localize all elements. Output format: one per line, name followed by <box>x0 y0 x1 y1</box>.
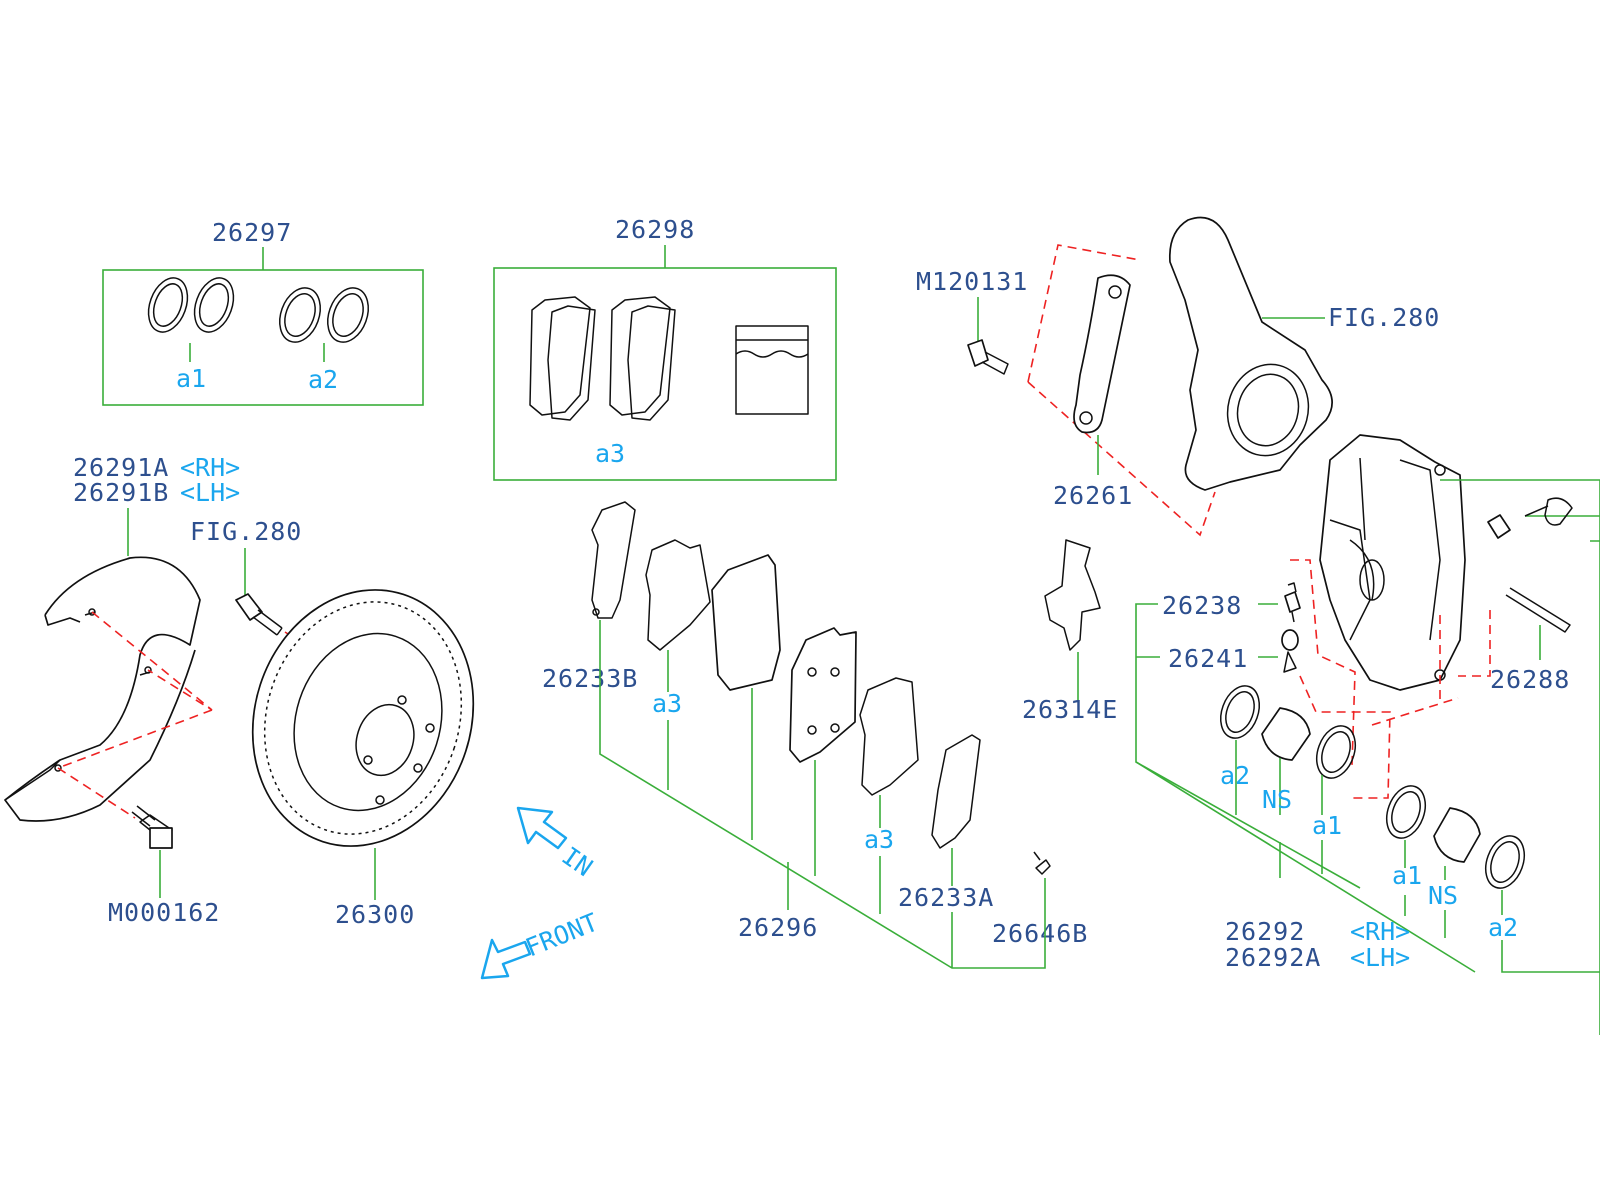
label-26241[interactable]: 26241 <box>1168 644 1248 673</box>
label-26233b[interactable]: 26233B <box>542 664 638 693</box>
label-26292[interactable]: 26292 <box>1225 917 1305 946</box>
pad-spring-group: 26314E <box>1022 539 1118 724</box>
bleeder-cap-icon <box>1281 629 1299 673</box>
sublabel-a3-pad2[interactable]: a3 <box>864 825 894 854</box>
leader-caliper-right <box>1440 479 1600 1035</box>
label-26233a[interactable]: 26233A <box>898 883 994 912</box>
leader-pads <box>599 620 1046 969</box>
caliper-group: 26288 26238 26241 a2 NS a1 a1 NS a2 2629… <box>1135 434 1600 1035</box>
label-fig280-top[interactable]: FIG.280 <box>1328 303 1440 332</box>
dashed-caliper <box>1290 559 1491 799</box>
brake-rotor-icon <box>251 589 475 847</box>
leader-kit-rings <box>189 343 325 362</box>
label-26298[interactable]: 26298 <box>615 215 695 244</box>
shim-icon <box>529 296 676 421</box>
sublabel-a1-left[interactable]: a1 <box>1312 811 1342 840</box>
label-26292a[interactable]: 26292A <box>1225 943 1321 972</box>
shim-26233b-icon <box>591 501 636 619</box>
front-arrow-icon <box>480 938 532 980</box>
kit-26298: 26298 a3 <box>493 215 837 481</box>
brake-pad-icon <box>711 554 781 691</box>
label-26238[interactable]: 26238 <box>1162 591 1242 620</box>
label-26261[interactable]: 26261 <box>1053 481 1133 510</box>
sublabel-a2-left[interactable]: a2 <box>1220 761 1250 790</box>
bleeder-screw-icon <box>1284 582 1301 623</box>
caliper-bracket-26261-icon <box>1073 274 1131 434</box>
sublabel-a2-kit[interactable]: a2 <box>308 365 338 394</box>
grease-pack-icon <box>735 325 809 415</box>
label-rh2[interactable]: <RH> <box>1350 917 1410 946</box>
dust-shield-icon <box>4 556 201 822</box>
sublabel-a3-pad1[interactable]: a3 <box>652 689 682 718</box>
shim-inner-icon <box>645 539 711 651</box>
label-26646b[interactable]: 26646B <box>992 919 1088 948</box>
caliper-detail <box>1329 457 1441 641</box>
piston-seals-left-icon <box>1219 685 1357 779</box>
direction-arrows: IN FRONT <box>480 806 602 980</box>
shim-outer-icon <box>859 677 919 796</box>
piston-seals-right-icon <box>1385 785 1526 889</box>
sublabel-ns-left[interactable]: NS <box>1262 785 1292 814</box>
label-26288[interactable]: 26288 <box>1490 665 1570 694</box>
rotor-group: FIG.280 26300 <box>190 517 475 929</box>
label-26314e[interactable]: 26314E <box>1022 695 1118 724</box>
pads-group: 26233B a3 a3 26233A 26296 26646B <box>542 501 1088 969</box>
in-arrow-label[interactable]: IN <box>557 841 598 882</box>
shim-26233a-icon <box>931 734 981 849</box>
brake-pad-outer-icon <box>789 627 857 763</box>
caliper-bracket-group: M120131 26261 FIG.280 <box>916 216 1440 537</box>
label-26297[interactable]: 26297 <box>212 218 292 247</box>
label-rh[interactable]: <RH> <box>180 453 240 482</box>
sublabel-a2-right[interactable]: a2 <box>1488 913 1518 942</box>
clip-26646b-icon <box>1033 851 1051 875</box>
sublabel-a1-kit[interactable]: a1 <box>176 364 206 393</box>
label-26300[interactable]: 26300 <box>335 900 415 929</box>
label-26296[interactable]: 26296 <box>738 913 818 942</box>
label-26291b[interactable]: 26291B <box>73 478 169 507</box>
seal-ring-icon <box>147 277 370 343</box>
in-arrow-icon <box>516 806 568 850</box>
bolt-m000162-icon <box>131 805 173 849</box>
sublabel-ns-right[interactable]: NS <box>1428 881 1458 910</box>
front-arrow-label[interactable]: FRONT <box>521 907 602 962</box>
leader-caliper-bottom <box>1135 740 1600 973</box>
label-26291a[interactable]: 26291A <box>73 453 169 482</box>
label-m120131[interactable]: M120131 <box>916 267 1028 296</box>
label-fig280-left[interactable]: FIG.280 <box>190 517 302 546</box>
dust-shield-group: 26291A <RH> 26291B <LH> M000162 <box>4 453 240 927</box>
box-26298 <box>493 267 837 481</box>
hub-bolt-icon <box>235 593 283 636</box>
label-lh2[interactable]: <LH> <box>1350 943 1410 972</box>
steering-knuckle-icon <box>1168 216 1333 491</box>
sublabel-a1-right[interactable]: a1 <box>1392 861 1422 890</box>
leader-bleeder <box>1135 603 1361 889</box>
pad-spring-26314e-icon <box>1044 539 1101 651</box>
bracket-bolt-icon <box>967 339 1009 375</box>
dashed-shield-bolts <box>57 611 213 819</box>
box-26297 <box>102 269 424 406</box>
pad-pin-icon <box>1487 497 1573 633</box>
label-lh[interactable]: <LH> <box>180 478 240 507</box>
sublabel-a3-kit[interactable]: a3 <box>595 439 625 468</box>
label-m000162[interactable]: M000162 <box>108 898 220 927</box>
kit-26297: 26297 a1 a2 <box>102 218 424 406</box>
